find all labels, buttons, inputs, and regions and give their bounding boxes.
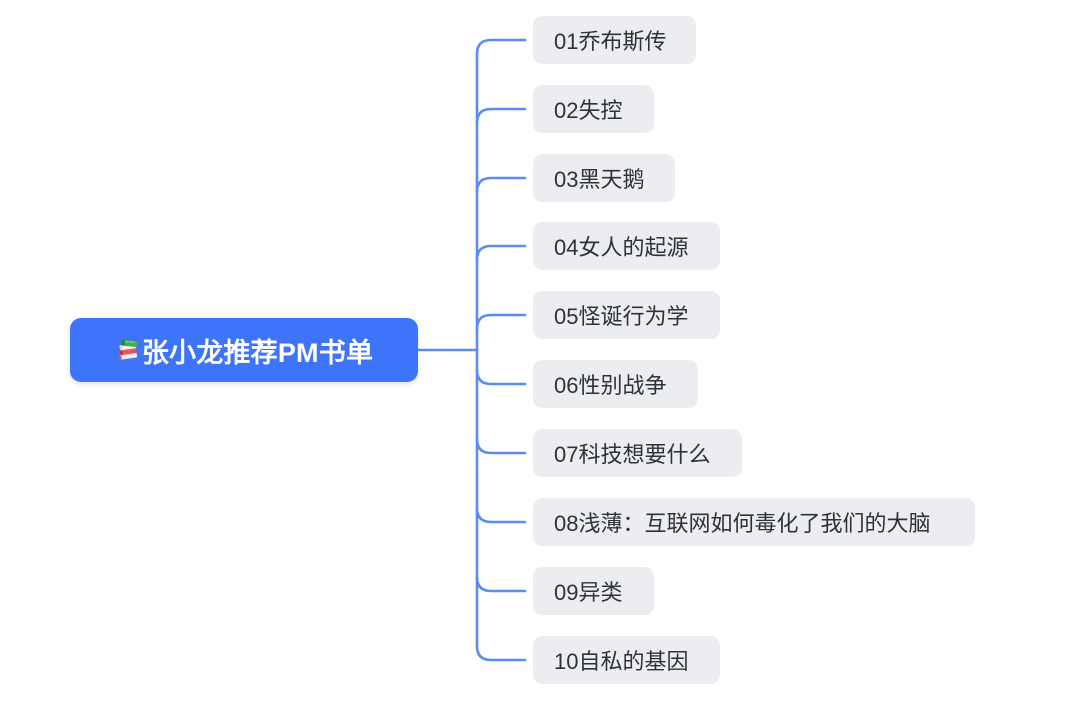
- leaf-node[interactable]: 08浅薄：互联网如何毒化了我们的大脑: [533, 498, 975, 546]
- root-node-label: 张小龙推荐PM书单: [141, 337, 374, 368]
- leaf-node-label: 06性别战争: [554, 373, 667, 398]
- connector-line: [475, 506, 527, 524]
- connector-line: [475, 244, 527, 262]
- leaf-node[interactable]: 02失控: [533, 85, 654, 133]
- leaf-node[interactable]: 01乔布斯传: [533, 16, 696, 64]
- connector-line: [475, 176, 527, 194]
- leaf-node[interactable]: 07科技想要什么: [533, 429, 742, 477]
- connector-line: [475, 313, 527, 331]
- connector-line: [475, 437, 527, 455]
- leaf-node-label: 02失控: [554, 98, 623, 123]
- connector-line: [475, 107, 527, 125]
- leaf-node-label: 03黑天鹅: [554, 167, 645, 192]
- leaf-node-label: 10自私的基因: [554, 649, 689, 674]
- leaf-node[interactable]: 10自私的基因: [533, 636, 720, 684]
- leaf-node-label: 05怪诞行为学: [554, 304, 689, 329]
- leaf-node-label: 01乔布斯传: [554, 29, 667, 54]
- leaf-node[interactable]: 09异类: [533, 567, 654, 615]
- leaf-node[interactable]: 04女人的起源: [533, 222, 720, 270]
- connector-line: [475, 368, 527, 386]
- leaf-node-label: 07科技想要什么: [554, 442, 711, 467]
- root-node[interactable]: 张小龙推荐PM书单: [70, 318, 418, 382]
- leaf-node-label: 08浅薄：互联网如何毒化了我们的大脑: [554, 511, 931, 536]
- leaf-node-label: 09异类: [554, 580, 623, 605]
- connector-line: [475, 644, 527, 662]
- connector-line: [475, 575, 527, 593]
- connector-line: [475, 38, 527, 56]
- leaf-node-label: 04女人的起源: [554, 235, 689, 260]
- books-icon: [115, 337, 141, 363]
- leaf-node[interactable]: 03黑天鹅: [533, 154, 675, 202]
- leaf-node[interactable]: 05怪诞行为学: [533, 291, 720, 339]
- leaf-node[interactable]: 06性别战争: [533, 360, 698, 408]
